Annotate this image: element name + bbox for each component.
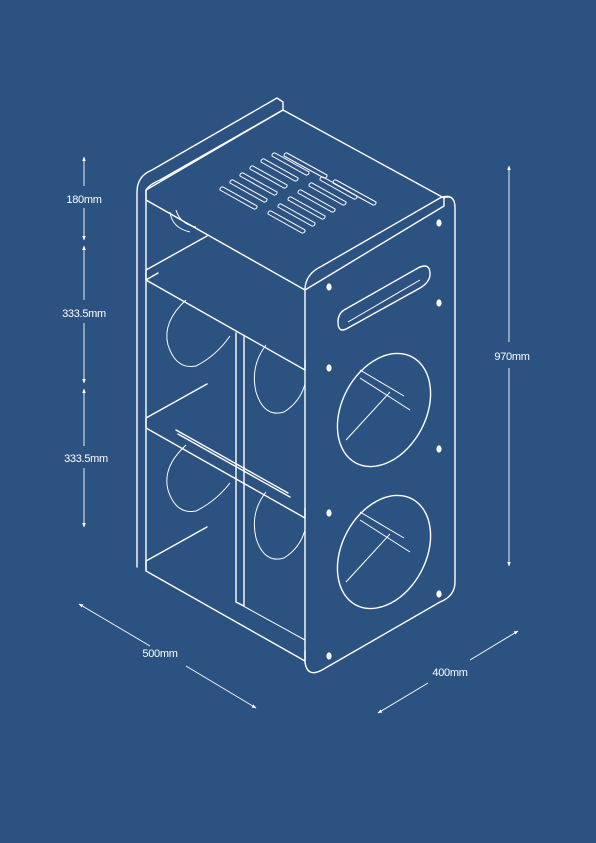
left-panel-edge (136, 97, 284, 568)
dim-top-section-label: 180mm (66, 194, 101, 206)
right-panel-thickness (304, 196, 456, 662)
dim-depth-label: 400mm (432, 667, 467, 679)
top-vent-slots (219, 152, 377, 234)
dimension-lines (78, 156, 519, 714)
left-panel-inner-edge (145, 109, 284, 572)
handle-slot-inner (347, 279, 421, 323)
dim-bottom-section-label: 333.5mm (64, 453, 108, 465)
back-floor-line (235, 601, 306, 641)
top-board (145, 109, 445, 291)
hanging-rod (175, 429, 291, 498)
bottom-shelf (145, 526, 306, 662)
side-round-holes (336, 352, 432, 610)
rear-cutouts (166, 299, 306, 560)
dim-total-height-label: 970mm (494, 351, 529, 363)
bolt-holes (326, 219, 442, 660)
top-fillet (169, 209, 197, 233)
top-board-front-edge (145, 199, 306, 291)
shelf-2 (145, 383, 306, 519)
right-side-panel (304, 195, 456, 674)
dim-middle-section-label: 333.5mm (62, 308, 106, 320)
dim-width-label: 500mm (142, 648, 177, 660)
handle-slot (337, 265, 431, 331)
shelf-unit (136, 97, 456, 674)
